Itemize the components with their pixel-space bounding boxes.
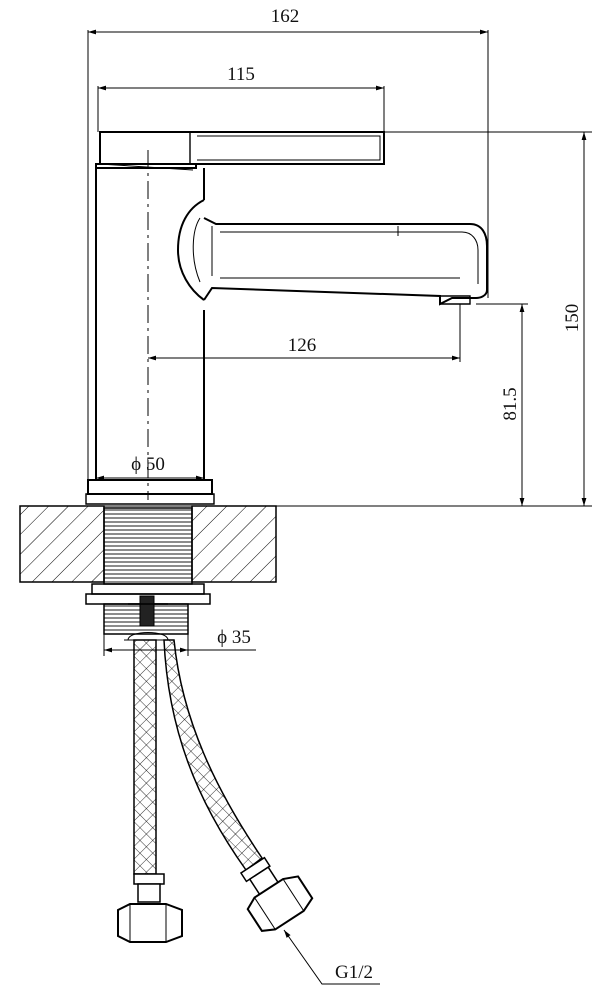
threaded-shank [85,507,211,641]
dimension-81-5: 81.5 [476,303,528,506]
dimension-label-150: 150 [562,304,583,333]
dimension-label-phi-50: ϕ 50 [131,454,165,475]
faucet-body [85,131,488,505]
dimension-150: 150 [204,131,592,507]
dimension-126: 126 [148,304,461,362]
dimension-g1-2: G1/2 [283,929,380,985]
dimension-label-phi-35: ϕ 35 [217,627,251,648]
dimension-label-162: 162 [271,6,300,27]
countertop-section [19,505,277,583]
dimension-115: 115 [97,64,385,132]
dimension-162: 162 [87,6,489,480]
hose-left [117,639,183,943]
dimension-label-g1-2: G1/2 [335,962,373,983]
dimension-phi-50: ϕ 50 [96,454,204,481]
dimension-label-115: 115 [227,64,255,85]
dimension-phi-35: ϕ 35 [103,627,256,656]
dimension-label-81-5: 81.5 [500,387,521,420]
hose-right [163,639,314,932]
dimension-label-126: 126 [288,335,317,356]
